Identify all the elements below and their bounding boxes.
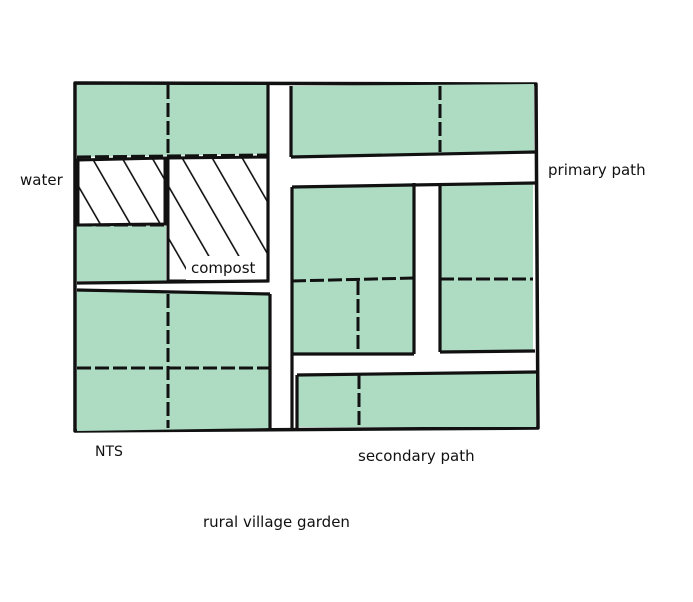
primary-path-label: primary path — [548, 161, 646, 179]
secondary-path-label: secondary path — [358, 447, 475, 465]
bed-block-bottom-left — [77, 290, 270, 431]
bed-block-top-left — [77, 85, 268, 281]
diagram-title: rural village garden — [203, 513, 350, 531]
water-label: water — [20, 171, 63, 189]
bed-block-top-right — [291, 84, 534, 157]
compost-label: compost — [191, 259, 256, 277]
compost-area — [76, 155, 270, 283]
bed-dividers — [76, 85, 533, 428]
path-edges — [76, 84, 537, 430]
bed-block-bottom-right — [297, 372, 536, 427]
nts-label: NTS — [95, 444, 123, 460]
garden-boundary — [73, 81, 540, 433]
bed-block-middle — [292, 183, 533, 354]
